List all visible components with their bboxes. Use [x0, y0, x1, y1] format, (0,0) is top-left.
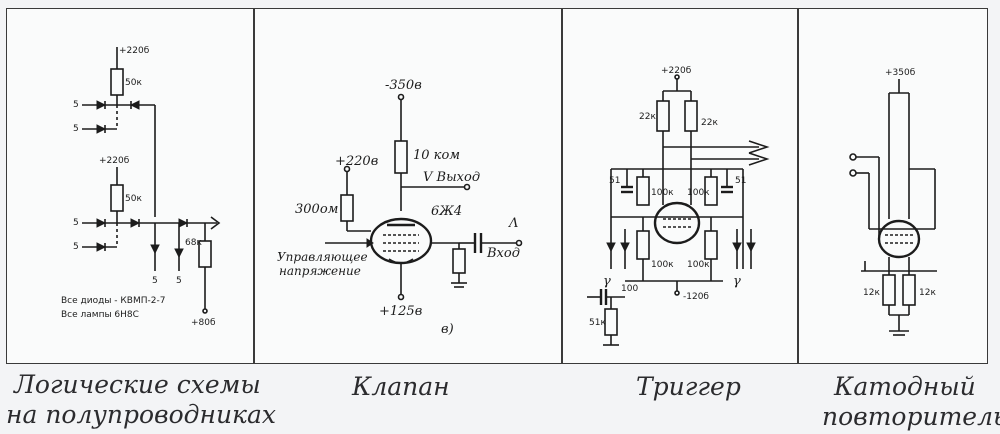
cathode-follower-schematic-drawing: +350б 12к 12к: [849, 68, 937, 336]
valve-supply-top-label: -350в: [385, 78, 422, 93]
valve-r-300-label: 300ом: [295, 202, 338, 217]
trigger-supply-label: +220б: [661, 66, 692, 76]
valve-output-label: V Выход: [423, 170, 480, 185]
logic-r-68k-label: 68к: [185, 238, 202, 248]
valve-schematic-drawing: -350в 10 ком +220в 300ом V Выход 6Ж4 Λ В…: [277, 78, 523, 337]
trigger-cap-100-label: 100: [621, 284, 638, 294]
caption-cathode-line1: Катодный: [834, 372, 976, 401]
caption-logic-line1: Логические схемы: [14, 370, 261, 399]
logic-supply-mid-label: +220б: [99, 156, 130, 166]
caption-valve: Клапан: [352, 372, 450, 401]
trigger-supply-neg-label: -120б: [683, 292, 709, 302]
trigger-r-51k-label: 51к: [589, 318, 606, 328]
valve-control-line2: напряжение: [279, 264, 361, 278]
caption-trigger: Триггер: [636, 372, 741, 401]
logic-r-mid-label: 50к: [125, 194, 142, 204]
logic-r-top-label: 50к: [125, 78, 142, 88]
valve-tube-label: 6Ж4: [431, 204, 462, 219]
cathode-r-right-label: 12к: [919, 288, 936, 298]
logic-output-2-label: 5: [176, 276, 182, 286]
valve-input-mark: Λ: [508, 216, 518, 231]
logic-input-b1-label: 5: [73, 218, 79, 228]
trigger-r-100k-br-label: 100к: [687, 260, 710, 270]
valve-figure-label: в): [441, 322, 454, 337]
trigger-r-left-label: 22к: [639, 112, 656, 122]
valve-supply-left-label: +220в: [335, 154, 378, 169]
trigger-r-100k-bl-label: 100к: [651, 260, 674, 270]
logic-note-line1: Все диоды - КВМП-2-7: [61, 296, 165, 306]
trigger-c-right-label: 51: [735, 176, 746, 186]
logic-note-line2: Все лампы 6Н8С: [61, 310, 139, 320]
trigger-input-right-label: γ: [733, 274, 741, 289]
valve-input-label: Вход: [486, 246, 520, 261]
valve-control-line1: Управляющее: [277, 250, 368, 264]
cathode-supply-label: +350б: [885, 68, 916, 78]
cathode-follower-schematic-panel: +350б 12к 12к: [798, 8, 988, 364]
valve-r-10k-label: 10 ком: [413, 148, 460, 163]
caption-cathode-line2: повторитель: [822, 402, 1000, 431]
logic-schematic-panel: +220б 50к 5 5 +220б 50к 5 5 68к 5 5 +80б…: [6, 8, 254, 364]
trigger-input-left-label: γ: [603, 274, 611, 289]
valve-supply-bottom-label: +125в: [379, 304, 422, 319]
logic-schematic-drawing: +220б 50к 5 5 +220б 50к 5 5 68к 5 5 +80б…: [61, 46, 221, 328]
trigger-schematic-drawing: +220б 22к 22к 51 51 100к 100к 100к 100к …: [587, 66, 770, 346]
logic-input-b2-label: 5: [73, 242, 79, 252]
trigger-r-100k-left-label: 100к: [651, 188, 674, 198]
logic-input-a1-label: 5: [73, 100, 79, 110]
valve-schematic-panel: -350в 10 ком +220в 300ом V Выход 6Ж4 Λ В…: [254, 8, 562, 364]
trigger-r-100k-right-label: 100к: [687, 188, 710, 198]
caption-logic-line2: на полупроводниках: [6, 400, 276, 429]
trigger-c-left-label: 51: [609, 176, 620, 186]
logic-output-1-label: 5: [152, 276, 158, 286]
logic-supply-top-label: +220б: [119, 46, 150, 56]
trigger-schematic-panel: +220б 22к 22к 51 51 100к 100к 100к 100к …: [562, 8, 798, 364]
logic-supply-bottom-label: +80б: [191, 318, 216, 328]
logic-input-a2-label: 5: [73, 124, 79, 134]
trigger-r-right-label: 22к: [701, 118, 718, 128]
cathode-r-left-label: 12к: [863, 288, 880, 298]
